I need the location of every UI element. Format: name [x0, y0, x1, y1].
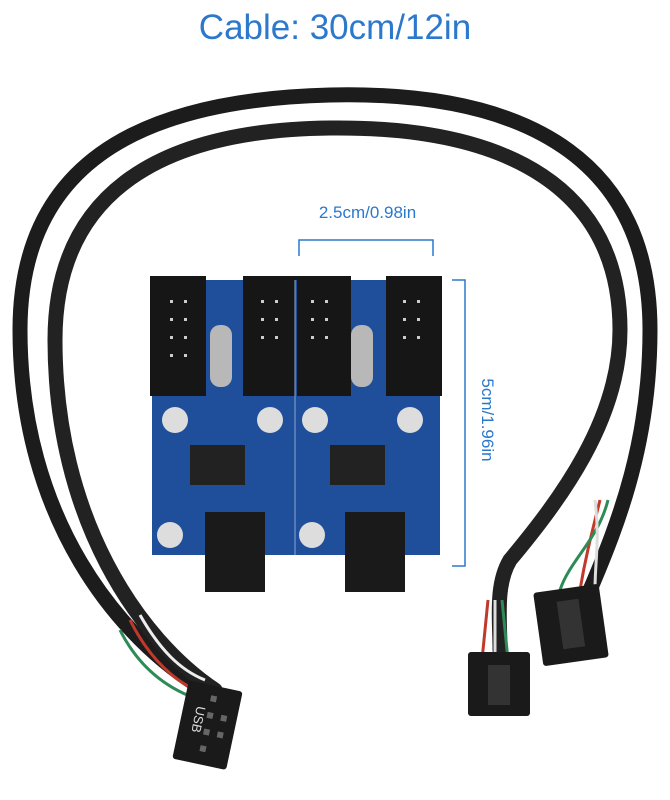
usb-connector: USB [172, 680, 243, 770]
usb-label: USB [188, 705, 208, 734]
pcb-board-right [294, 276, 442, 592]
width-bracket [298, 239, 434, 256]
board-width-label: 2.5cm/0.98in [318, 203, 417, 222]
cable-length-title: Cable: 30cm/12in [198, 8, 472, 47]
height-bracket [452, 279, 466, 567]
cable-outer [12, 87, 658, 698]
pcb-board-left [150, 276, 297, 592]
header-pins [170, 300, 420, 357]
